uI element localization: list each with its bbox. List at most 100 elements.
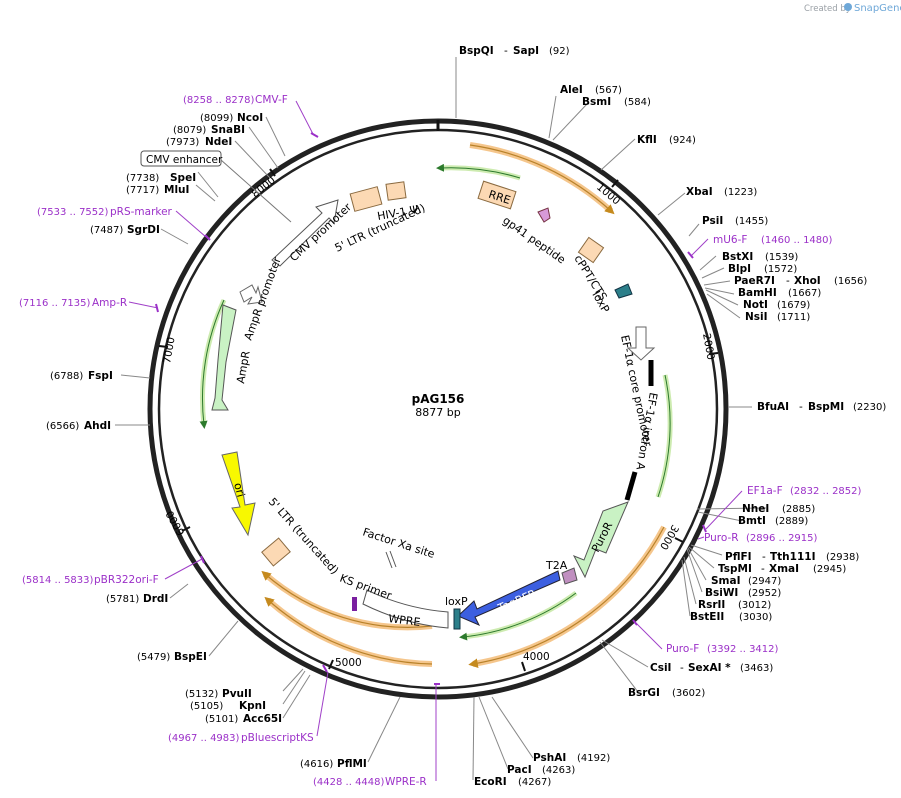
site-ahdi-pos: (6566) bbox=[46, 421, 79, 432]
site-bamhi-pos: (1667) bbox=[788, 288, 821, 299]
site-bamhi: BamHI bbox=[738, 287, 777, 299]
site-pflfi-pos: (2938) bbox=[826, 552, 859, 563]
ltr-top-box bbox=[349, 186, 383, 212]
ampr-promoter-arrow bbox=[239, 284, 263, 305]
site-acc65i: Acc65I bbox=[243, 713, 282, 725]
wpre-box bbox=[362, 589, 449, 629]
site-sgrdi: SgrDI bbox=[127, 224, 160, 236]
primer-pbr: pBR322ori-F bbox=[94, 574, 159, 586]
site-alei: AleI bbox=[560, 84, 583, 96]
site-paci: PacI bbox=[507, 764, 532, 776]
site-kpni-pos: (5105) bbox=[190, 701, 223, 712]
gp41-label: gp41 peptide bbox=[500, 214, 568, 267]
site-bsrgi: BsrGI bbox=[628, 687, 660, 699]
site-ndei: NdeI bbox=[205, 136, 232, 148]
site-bmti: BmtI bbox=[738, 515, 766, 527]
primer-ef1a-pos: (2832 .. 2852) bbox=[790, 486, 862, 497]
site-spei-pos: (7738) bbox=[126, 173, 159, 184]
ltr-bottom-box bbox=[261, 537, 291, 567]
site-ahdi: AhdI bbox=[84, 420, 111, 432]
ks-primer-marker bbox=[352, 597, 357, 611]
primer-mu6: mU6-F bbox=[713, 234, 747, 246]
site-mlui: MluI bbox=[164, 184, 189, 196]
svg-text:-: - bbox=[799, 401, 803, 413]
site-bfuai: BfuAI bbox=[757, 401, 789, 413]
site-psii-pos: (1455) bbox=[735, 216, 768, 227]
site-psii: PsiI bbox=[702, 215, 723, 227]
ampr-label: AmpR bbox=[234, 350, 253, 385]
tick-7000: 7000 bbox=[161, 336, 177, 364]
site-pshai: PshAI bbox=[533, 752, 566, 764]
cmv-enhancer-box bbox=[140, 150, 222, 167]
site-drdi-pos: (5781) bbox=[106, 594, 139, 605]
site-nsii-pos: (1711) bbox=[777, 312, 810, 323]
site-pvuii: PvuII bbox=[222, 688, 252, 700]
site-kpni: KpnI bbox=[239, 700, 266, 712]
puror-arrow bbox=[572, 501, 629, 579]
site-tth111i: Tth111I bbox=[770, 551, 815, 563]
site-labels: BspQI - SapI (92) AleI (567) BsmI (584) … bbox=[46, 45, 886, 788]
site-csii-pos: (3463) bbox=[740, 663, 773, 674]
svg-text:-: - bbox=[761, 563, 765, 575]
tick-5000: 5000 bbox=[335, 657, 362, 669]
site-acc65i-pos: (5101) bbox=[205, 714, 238, 725]
site-nhei: NheI bbox=[742, 503, 769, 515]
tick-marks bbox=[158, 168, 719, 672]
site-bspqi: BspQI bbox=[459, 45, 494, 57]
plasmid-length: 8877 bp bbox=[415, 406, 460, 419]
site-nsii: NsiI bbox=[745, 311, 768, 323]
rre-box bbox=[477, 180, 517, 210]
site-fspi: FspI bbox=[88, 370, 113, 382]
site-bspei: BspEI bbox=[174, 651, 207, 663]
cppt-box bbox=[577, 236, 605, 264]
ltr-bottom-label: 5' LTR (truncated) bbox=[266, 495, 341, 577]
primer-prs-pos: (7533 .. 7552) bbox=[37, 207, 109, 218]
site-ndei-pos: (7973) bbox=[166, 137, 199, 148]
site-drdi: DrdI bbox=[143, 593, 168, 605]
outer-features bbox=[261, 142, 667, 668]
leader-lines bbox=[115, 57, 767, 781]
plasmid-name: pAG156 bbox=[412, 392, 465, 406]
primer-pbks-pos: (4967 .. 4983) bbox=[168, 733, 240, 744]
site-bsteii-pos: (3030) bbox=[739, 612, 772, 623]
site-bsiwi-pos: (2952) bbox=[748, 588, 781, 599]
site-sapi: SapI bbox=[513, 45, 539, 57]
site-snabi: SnaBI bbox=[211, 124, 245, 136]
inner-features: RRE bbox=[211, 180, 656, 630]
intron-end bbox=[624, 471, 638, 501]
svg-text:-: - bbox=[680, 662, 684, 674]
site-bsmi-pos: (584) bbox=[624, 97, 651, 108]
site-spei: SpeI bbox=[170, 172, 196, 184]
factor-xa-marker bbox=[385, 551, 393, 569]
site-tspmi-pos: (2945) bbox=[813, 564, 846, 575]
cmv-enhancer-label: CMV enhancer bbox=[146, 154, 223, 166]
site-pflmi-pos: (4616) bbox=[300, 759, 333, 770]
site-xmai: XmaI bbox=[769, 563, 799, 575]
site-bsrgi-pos: (3602) bbox=[672, 688, 705, 699]
site-bspei-pos: (5479) bbox=[137, 652, 170, 663]
site-ncoi-pos: (8099) bbox=[200, 113, 233, 124]
site-csii: CsiI bbox=[650, 662, 671, 674]
site-noti-pos: (1679) bbox=[777, 300, 810, 311]
site-bstxi: BstXI bbox=[722, 251, 753, 263]
site-tspmi: TspMI bbox=[718, 563, 752, 575]
primer-ef1a: EF1a-F bbox=[747, 485, 783, 497]
credit-prefix: Created by bbox=[804, 4, 851, 14]
credit-brand: SnapGene bbox=[854, 3, 901, 14]
primer-puror: Puro-R bbox=[704, 532, 739, 544]
site-snabi-pos: (8079) bbox=[173, 125, 206, 136]
primer-puror-pos: (2896 .. 2915) bbox=[746, 533, 818, 544]
primer-marks bbox=[155, 132, 707, 685]
primer-purof: Puro-F bbox=[666, 643, 699, 655]
ori-label: ori bbox=[231, 481, 247, 498]
site-paci-pos: (4263) bbox=[542, 765, 575, 776]
tagbfp-arrow bbox=[457, 570, 561, 626]
loxp-top-marker bbox=[614, 283, 633, 299]
site-blpi-pos: (1572) bbox=[764, 264, 797, 275]
site-xbai-pos: (1223) bbox=[724, 187, 757, 198]
ef1a-core-arrow bbox=[626, 326, 656, 361]
primer-ampr-pos: (7116 .. 7135) bbox=[19, 298, 91, 309]
site-nhei-pos: (2885) bbox=[782, 504, 815, 515]
primer-mu6-pos: (1460 .. 1480) bbox=[761, 235, 833, 246]
